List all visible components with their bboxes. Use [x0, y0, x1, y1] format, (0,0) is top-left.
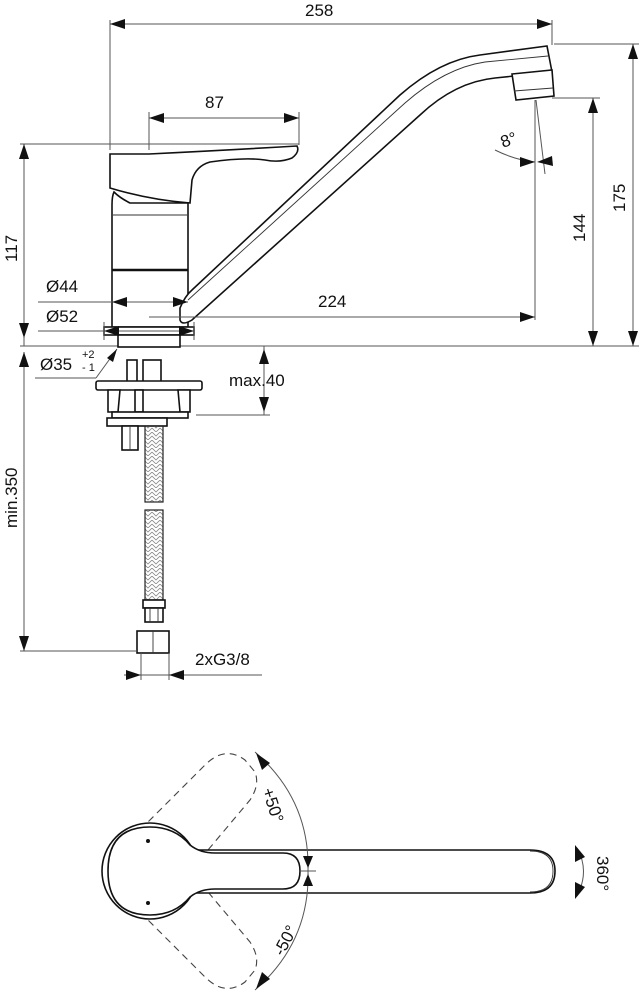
arrow-down-icon — [256, 972, 270, 989]
arrow-up-icon — [259, 349, 269, 364]
dimension-overall-height: 175 — [554, 43, 639, 346]
label-body-diameter-base: Ø52 — [46, 307, 78, 326]
arrow-up-icon — [107, 349, 117, 362]
arrow-left-icon — [169, 670, 184, 680]
label-lever-rotation-positive: +50° — [258, 785, 287, 825]
lever-position-plus-50 — [139, 753, 258, 851]
arrow-left-icon — [537, 156, 553, 166]
arrow-up-icon — [575, 845, 585, 862]
lever-top — [107, 826, 301, 916]
spout-tube — [179, 45, 553, 324]
hose-upper-segment — [144, 425, 164, 503]
arrow-up-icon — [588, 98, 598, 113]
arrow-right-icon — [520, 157, 535, 167]
body-cylinder — [111, 190, 189, 328]
dimension-hose-min-length: min.350 — [2, 352, 137, 652]
arrow-left-icon — [112, 297, 127, 307]
hose-lower-segment — [144, 509, 164, 601]
label-overall-height: 175 — [610, 184, 629, 212]
arrow-up-icon — [19, 144, 29, 159]
aerator — [511, 69, 555, 101]
dimension-hole-diameter: Ø35 +2 - 1 — [35, 348, 118, 379]
label-outlet-angle: 8° — [498, 128, 520, 151]
arrow-right-icon — [126, 670, 141, 680]
mounting-plate — [95, 380, 203, 391]
dimension-spout-reach: 224 — [149, 100, 536, 322]
label-hole-tolerance-plus: +2 — [82, 349, 95, 361]
label-connection: 2xG3/8 — [195, 650, 250, 669]
arrow-right-icon — [537, 19, 552, 29]
arrow-right-icon — [179, 326, 194, 336]
dimension-outlet-height: 144 — [552, 97, 600, 346]
side-view: 258 87 117 — [2, 1, 639, 680]
arrow-down-icon — [588, 331, 598, 346]
label-outlet-height: 144 — [570, 214, 589, 242]
supply-hose — [136, 425, 170, 654]
arrow-left-icon — [104, 326, 119, 336]
arrow-left-icon — [110, 19, 125, 29]
label-spout-rotation: 360° — [593, 856, 612, 891]
arrow-down-icon — [19, 636, 29, 651]
arrow-down-icon — [575, 882, 585, 899]
dimension-body-diameter-base: Ø52 — [38, 307, 195, 340]
label-spout-reach: 224 — [318, 292, 346, 311]
arrow-right-icon — [520, 312, 535, 322]
label-hole-tolerance-minus: - 1 — [82, 362, 95, 374]
dimension-lever-length: 87 — [148, 93, 300, 150]
arrow-up-icon — [19, 352, 29, 367]
label-lever-height: 117 — [2, 235, 21, 262]
arrow-up-icon — [628, 44, 638, 59]
arrow-up-icon — [303, 874, 313, 886]
arrow-right-icon — [173, 297, 188, 307]
arrow-down-icon — [628, 331, 638, 346]
top-view: +50° -50° 360° — [101, 751, 612, 991]
arrow-down-icon — [19, 323, 29, 338]
mounting-nut — [106, 417, 168, 427]
label-max-deck-thickness: max.40 — [229, 371, 285, 390]
spout — [179, 45, 555, 324]
dimension-body-diameter-upper: Ø44 — [38, 277, 188, 307]
lever-position-minus-50 — [139, 891, 258, 989]
dimension-lever-height: 117 — [2, 143, 299, 346]
label-body-diameter-upper: Ø44 — [46, 277, 78, 296]
base-collar — [117, 334, 181, 348]
arrow-down-icon — [259, 397, 269, 412]
lever-dot-icon — [146, 901, 150, 905]
lever-dot-icon — [146, 839, 150, 843]
arrow-right-icon — [284, 113, 299, 123]
label-hole-diameter: Ø35 — [40, 355, 72, 374]
dimension-max-deck-thickness: max.40 — [196, 345, 285, 416]
arrow-down-icon — [303, 856, 313, 868]
dimension-outlet-angle: 8° — [494, 99, 553, 175]
arrow-up-icon — [256, 753, 270, 770]
label-hose-min-length: min.350 — [2, 468, 21, 528]
arrow-left-icon — [149, 113, 164, 123]
dimension-connection: 2xG3/8 — [124, 650, 262, 680]
label-lever-length: 87 — [205, 93, 224, 112]
label-overall-width: 258 — [305, 1, 333, 20]
dimension-overall-width: 258 — [109, 1, 553, 150]
lever-handle — [109, 145, 299, 204]
mounting-hardware — [95, 359, 203, 451]
label-lever-rotation-negative: -50° — [270, 922, 302, 959]
